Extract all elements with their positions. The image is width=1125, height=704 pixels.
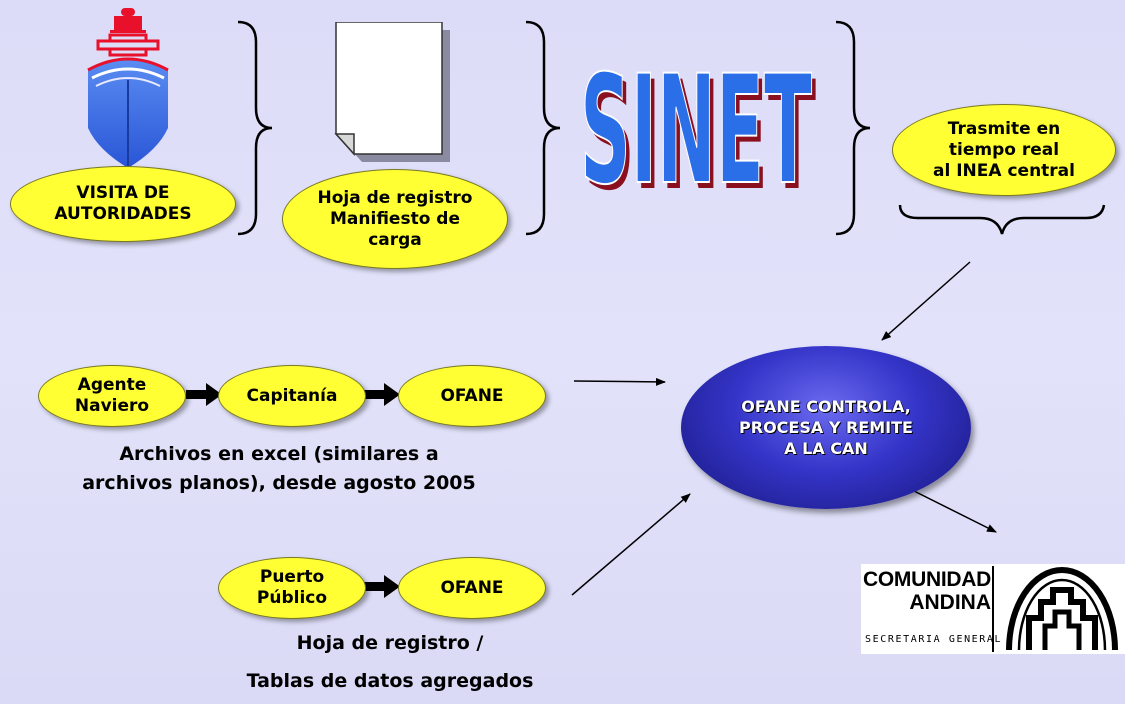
can-logo-line2: ANDINA: [909, 591, 991, 614]
excel-caption: Archivos en excel (similares a archivos …: [82, 443, 476, 494]
sinet-logo: SINET SINET: [579, 43, 816, 200]
can-logo-subtitle: SECRETARIA GENERAL: [865, 634, 1003, 645]
puerto-caption: Hoja de registro / Tablas de datos agreg…: [246, 632, 534, 692]
brace-2: [525, 20, 561, 236]
arrow-trasmite-central: [881, 261, 971, 341]
arrow-central-can: [909, 488, 997, 533]
block-arrow-2: [364, 383, 400, 406]
visita-autoridades-oval: VISITA DE AUTORIDADES: [10, 166, 236, 242]
visita-autoridades-label: VISITA DE AUTORIDADES: [54, 183, 192, 224]
document-icon: [334, 22, 450, 162]
sinet-shadow: SINET: [584, 50, 816, 200]
ship-icon: [87, 8, 169, 168]
hoja-registro-oval: Hoja de registro Manifiesto de carga: [282, 169, 508, 269]
block-arrow-1: [186, 383, 222, 406]
block-arrow-3: [364, 575, 400, 598]
ofane-label-excel: OFANE: [440, 385, 504, 406]
capitania-label: Capitanía: [246, 385, 338, 406]
arrow-puerto-central: [571, 493, 691, 596]
puerto-publico-label: Puerto Público: [256, 567, 328, 608]
ofane-central-node: OFANE CONTROLA, PROCESA Y REMITE A LA CA…: [681, 346, 971, 509]
can-emblem-icon: [1006, 567, 1118, 651]
brace-1: [237, 20, 273, 236]
can-logo-line1: COMUNIDAD: [863, 568, 991, 591]
sinet-text: SINET: [580, 44, 812, 200]
ofane-central-label: OFANE CONTROLA, PROCESA Y REMITE A LA CA…: [739, 397, 913, 458]
can-logo-divider: [992, 566, 994, 652]
ofane-oval-excel: OFANE: [398, 365, 546, 427]
agente-naviero-oval: Agente Naviero: [38, 365, 186, 427]
arrow-excel-central: [573, 377, 666, 386]
can-logo: COMUNIDAD ANDINA SECRETARIA GENERAL: [861, 564, 1125, 654]
puerto-publico-oval: Puerto Público: [218, 557, 366, 619]
hoja-registro-label: Hoja de registro Manifiesto de carga: [317, 187, 473, 250]
trasmite-label: Trasmite en tiempo real al INEA central: [933, 118, 1075, 181]
agente-naviero-label: Agente Naviero: [74, 375, 150, 416]
capitania-oval: Capitanía: [218, 365, 366, 427]
ofane-label-puerto: OFANE: [440, 577, 504, 598]
brace-horizontal: [898, 204, 1106, 235]
brace-3: [835, 20, 871, 236]
ofane-oval-puerto: OFANE: [398, 557, 546, 619]
trasmite-oval: Trasmite en tiempo real al INEA central: [892, 104, 1116, 196]
